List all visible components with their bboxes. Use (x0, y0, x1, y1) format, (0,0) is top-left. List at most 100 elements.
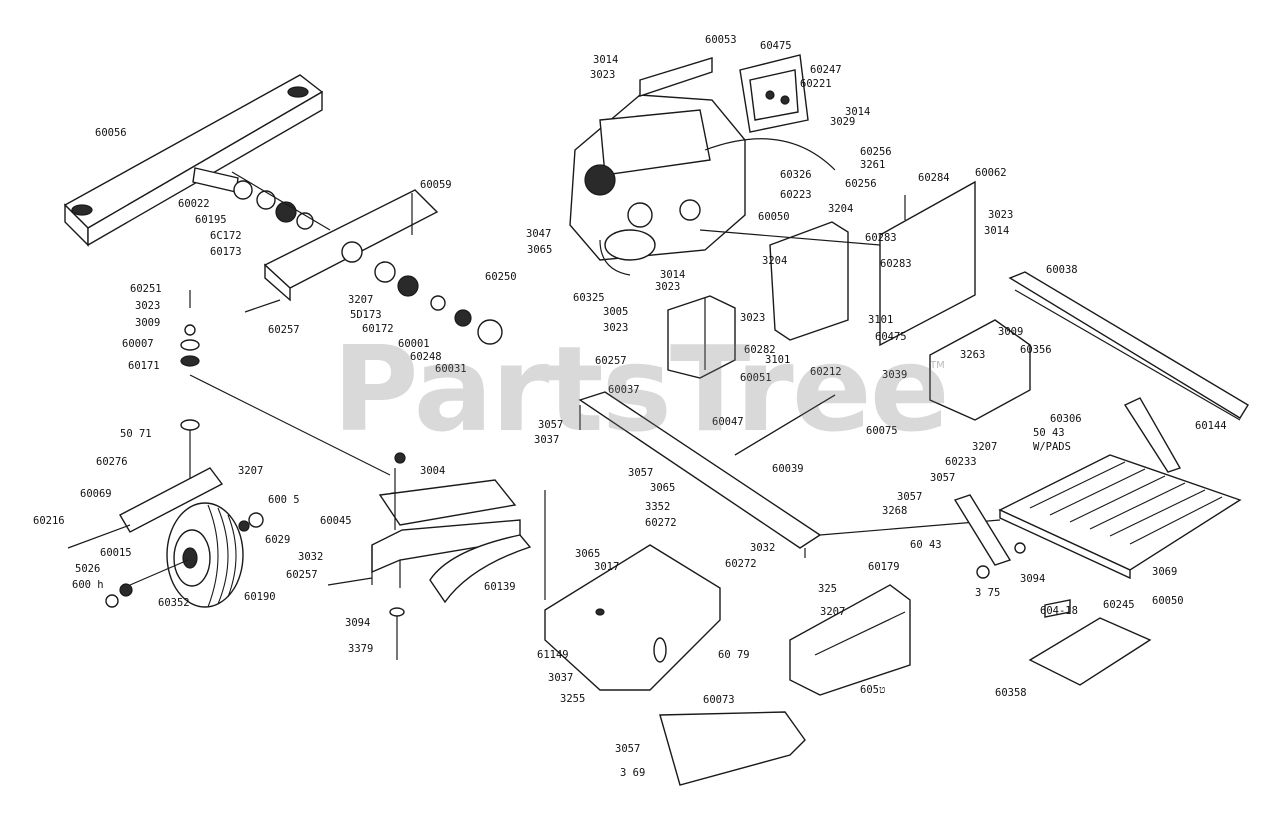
rod (734, 394, 836, 456)
callout-60037: 60037 (608, 384, 640, 396)
callout-3009: 3009 (135, 317, 160, 329)
main-frame (544, 391, 1001, 600)
callout-60212: 60212 (810, 366, 842, 378)
callout-60250: 60250 (485, 271, 517, 283)
callout-3204: 3204 (828, 203, 853, 215)
callout-3-69: 3 69 (620, 767, 645, 779)
callout-3-75: 3 75 (975, 587, 1000, 599)
callout-3057: 3057 (538, 419, 563, 431)
callout-6C172: 6C172 (210, 230, 242, 242)
callout-3039: 3039 (882, 369, 907, 381)
callout-60059: 60059 (420, 179, 452, 191)
caster-wheel (67, 419, 264, 608)
callout-3255: 3255 (560, 693, 585, 705)
callout-600-5: 600 5 (268, 494, 300, 506)
watermark-trademark: TM (930, 360, 945, 371)
callout-3023-b: 3023 (590, 69, 615, 81)
callout-5D173: 5D173 (350, 309, 382, 321)
callout-60022: 60022 (178, 198, 210, 210)
callout-3009-b: 3009 (998, 326, 1023, 338)
platform-bracket (953, 494, 1026, 579)
callout-60a5: 60ט5 (860, 684, 885, 696)
callout-6029: 6029 (265, 534, 290, 546)
callout-60247: 60247 (810, 64, 842, 76)
front-axle-beam (63, 74, 324, 247)
callout-60221: 60221 (800, 78, 832, 90)
callout-60306: 60306 (1050, 413, 1082, 425)
callout-3023-d: 3023 (655, 281, 680, 293)
caster-yoke (327, 452, 532, 660)
callout-3023: 3023 (135, 300, 160, 312)
callout-3101-b: 3101 (765, 354, 790, 366)
callout-3057-e: 3057 (615, 743, 640, 755)
callout-3352: 3352 (645, 501, 670, 513)
callout-60283-b: 60283 (880, 258, 912, 270)
callout-60038: 60038 (1046, 264, 1078, 276)
callout-60276: 60276 (96, 456, 128, 468)
callout-60475-b: 60475 (875, 331, 907, 343)
callout-60075: 60075 (866, 425, 898, 437)
callout-60001: 60001 (398, 338, 430, 350)
callout-50-43: 50 43 (1033, 427, 1065, 439)
callout-3037: 3037 (534, 434, 559, 446)
callout-60256-b: 60256 (845, 178, 877, 190)
callout-60069: 60069 (80, 488, 112, 500)
callout-3263: 3263 (960, 349, 985, 361)
callout-3004: 3004 (420, 465, 445, 477)
callout-60-43: 60 43 (910, 539, 942, 551)
callout-3057-d: 3057 (897, 491, 922, 503)
callout-60047: 60047 (712, 416, 744, 428)
callout-3065: 3065 (527, 244, 552, 256)
bottom-bracket (659, 711, 806, 786)
callout-600-h: 600 h (72, 579, 104, 591)
callout-3037-b: 3037 (548, 672, 573, 684)
callout-3057-b: 3057 (628, 467, 653, 479)
callout-60257-b: 60257 (286, 569, 318, 581)
callout-3261: 3261 (860, 159, 885, 171)
callout-3057-c: 3057 (930, 472, 955, 484)
callout-5026: 5026 (75, 563, 100, 575)
callout-60223: 60223 (780, 189, 812, 201)
callout-60325: 60325 (573, 292, 605, 304)
callout-3023-c: 3023 (988, 209, 1013, 221)
side-rail (1008, 271, 1249, 421)
callout-60007: 60007 (122, 338, 154, 350)
callout-60233: 60233 (945, 456, 977, 468)
callout-3094-b: 3094 (1020, 573, 1045, 585)
callout-3023-e: 3023 (603, 322, 628, 334)
callout-labels: 60056 60022 60195 6C172 60173 60059 6025… (33, 34, 1227, 779)
callout-3207-c: 3207 (972, 441, 997, 453)
callout-60257: 60257 (268, 324, 300, 336)
callout-60257-c: 60257 (595, 355, 627, 367)
callout-60144: 60144 (1195, 420, 1227, 432)
callout-60051: 60051 (740, 372, 772, 384)
callout-3029: 3029 (830, 116, 855, 128)
callout-60045: 60045 (320, 515, 352, 527)
spindle-bearing-stack (192, 167, 331, 231)
deck-plate (544, 544, 721, 691)
washer-stack-left (180, 290, 391, 476)
callout-w-pads: W/PADS (1033, 441, 1071, 453)
callout-60-79: 60 79 (718, 649, 750, 661)
muffler (739, 54, 809, 133)
callout-3047: 3047 (526, 228, 551, 240)
callout-3065-c: 3065 (575, 548, 600, 560)
callout-60284: 60284 (918, 172, 950, 184)
callout-3014: 3014 (593, 54, 618, 66)
callout-60062: 60062 (975, 167, 1007, 179)
callout-60216: 60216 (33, 515, 65, 527)
callout-3207-b: 3207 (238, 465, 263, 477)
callout-60256: 60256 (860, 146, 892, 158)
callout-60050: 60050 (758, 211, 790, 223)
foot-platform (998, 397, 1242, 580)
callout-60039: 60039 (772, 463, 804, 475)
callout-3014-b: 3014 (845, 106, 870, 118)
callout-60073: 60073 (703, 694, 735, 706)
callout-3032-b: 3032 (750, 542, 775, 554)
callout-3005: 3005 (603, 306, 628, 318)
side-panel (879, 180, 976, 347)
callout-60050-b: 60050 (1152, 595, 1184, 607)
callout-50-71: 50 71 (120, 428, 152, 440)
callout-3268: 3268 (882, 505, 907, 517)
